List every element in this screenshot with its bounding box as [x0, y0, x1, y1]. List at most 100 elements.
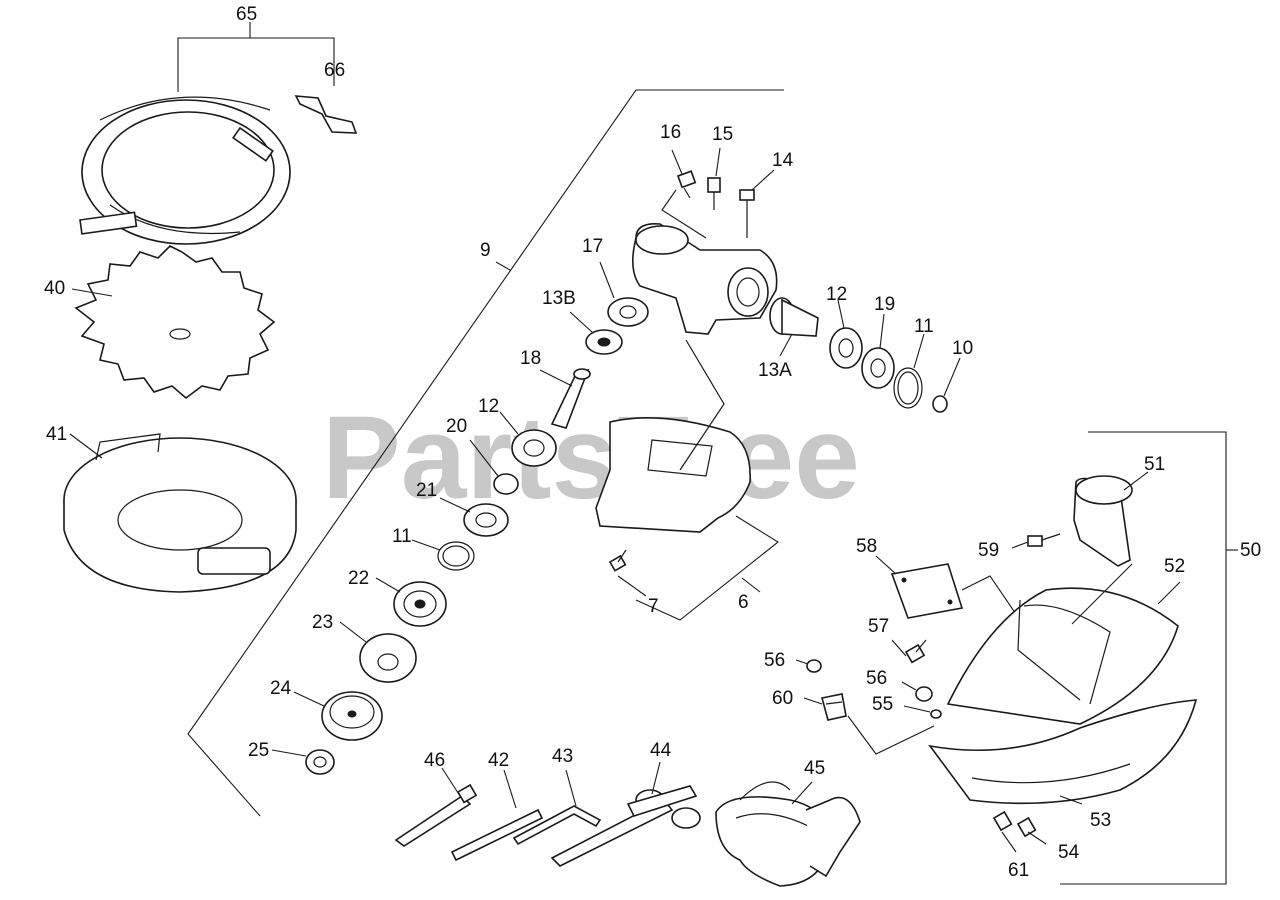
bracket-50	[1060, 431, 1227, 885]
leader-40	[71, 288, 113, 297]
part-12-bearing-lower[interactable]	[511, 429, 557, 467]
callout-17: 17	[582, 236, 603, 257]
callout-57: 57	[868, 616, 889, 637]
callout-10: 10	[952, 338, 973, 359]
callout-11-upper: 11	[914, 316, 934, 337]
callout-66: 66	[324, 60, 345, 81]
callout-60: 60	[772, 688, 793, 709]
part-23-washer[interactable]	[359, 633, 417, 683]
part-15-grease-fitting[interactable]	[707, 177, 721, 210]
part-44-socket-wrench[interactable]	[550, 785, 701, 867]
leader-9	[495, 261, 511, 271]
leader-54	[1027, 831, 1047, 845]
callout-65: 65	[236, 4, 257, 25]
part-11-snap-ring-upper[interactable]	[893, 367, 923, 409]
part-6-gear-guard[interactable]	[595, 339, 751, 533]
leader-46	[441, 767, 461, 797]
callout-45: 45	[804, 758, 825, 779]
leader-24	[293, 691, 325, 707]
part-19-bearing[interactable]	[861, 347, 895, 389]
callout-23: 23	[312, 612, 333, 633]
part-43-hex-wrench[interactable]	[512, 805, 602, 846]
callout-16: 16	[660, 122, 681, 143]
part-58-plate[interactable]	[890, 563, 964, 619]
part-56-nut-left[interactable]	[806, 659, 822, 673]
leader-41	[69, 433, 103, 459]
part-22-blade-holder[interactable]	[393, 581, 447, 627]
part-13b-bevel-gear[interactable]	[585, 329, 623, 355]
leader-53	[1059, 795, 1083, 805]
callout-51: 51	[1144, 454, 1165, 475]
part-16-bolt[interactable]	[676, 170, 697, 199]
callout-61: 61	[1008, 860, 1029, 881]
callout-19: 19	[874, 294, 895, 315]
leader-13a	[779, 333, 793, 357]
part-51-clamp-bracket[interactable]	[1073, 475, 1133, 567]
part-53-guard-skirt[interactable]	[928, 699, 1198, 805]
part-20-spacer[interactable]	[493, 473, 519, 495]
part-18-spindle[interactable]	[550, 368, 591, 429]
part-54-screw[interactable]	[1016, 816, 1037, 838]
leader-56-right	[901, 681, 917, 691]
gear-case[interactable]	[632, 222, 778, 335]
part-42-bar[interactable]	[450, 808, 544, 862]
part-12-bearing-upper[interactable]	[829, 327, 863, 369]
part-59-bolt[interactable]	[1027, 533, 1061, 547]
part-60-bracket[interactable]	[821, 693, 847, 721]
leader-14	[751, 169, 775, 191]
callout-21: 21	[416, 480, 437, 501]
part-52-guard[interactable]	[946, 587, 1179, 725]
leader-57	[891, 639, 907, 657]
part-14-bolt[interactable]	[739, 189, 755, 238]
callout-56-left: 56	[764, 650, 785, 671]
leader-51	[1123, 471, 1149, 491]
leader-12-upper	[837, 299, 845, 329]
callout-44: 44	[650, 740, 672, 761]
leader-61	[1001, 831, 1017, 853]
callout-58: 58	[856, 536, 877, 557]
leader-19	[879, 313, 885, 349]
leader-20	[469, 439, 499, 477]
part-24-cup[interactable]	[321, 691, 383, 741]
bracket-9	[187, 89, 784, 817]
leader-18	[539, 369, 573, 387]
part-40-saw-blade[interactable]	[74, 245, 276, 400]
callout-54: 54	[1058, 842, 1080, 863]
callout-50: 50	[1240, 540, 1261, 561]
part-46-cable-tie[interactable]	[394, 783, 478, 847]
part-61-screw[interactable]	[992, 810, 1013, 832]
leader-42	[503, 769, 517, 809]
leader-58	[875, 555, 897, 575]
part-21-bearing[interactable]	[463, 503, 509, 537]
part-25-nut[interactable]	[305, 749, 335, 775]
callout-14: 14	[772, 150, 794, 171]
part-56-nut-right[interactable]	[915, 686, 933, 702]
part-55-washer[interactable]	[930, 709, 942, 719]
leader-52	[1157, 581, 1181, 605]
watermark: PartsTree	[322, 392, 860, 524]
part-45-goggles[interactable]	[715, 781, 861, 887]
callout-52: 52	[1164, 556, 1185, 577]
part-17-bearing[interactable]	[607, 297, 649, 327]
part-65-harness-ring[interactable]	[79, 96, 291, 245]
callout-59: 59	[978, 540, 999, 561]
part-13a-pinion-gear[interactable]	[769, 297, 819, 337]
part-11-snap-ring-lower[interactable]	[437, 541, 475, 571]
part-41-blade-cover[interactable]	[63, 433, 297, 593]
part-7-screw[interactable]	[608, 549, 627, 572]
callout-55: 55	[872, 694, 893, 715]
callout-12-lower: 12	[478, 396, 499, 417]
callout-9: 9	[480, 240, 491, 261]
leader-11-upper	[913, 333, 925, 369]
part-66-clip[interactable]	[294, 95, 358, 134]
part-10-washer[interactable]	[932, 395, 948, 413]
callout-56-right: 56	[866, 668, 887, 689]
leader-59	[1011, 541, 1029, 549]
part-57-bolt[interactable]	[904, 639, 927, 664]
leader-7	[617, 575, 647, 597]
leader-11-lower	[411, 539, 441, 551]
callout-53: 53	[1090, 810, 1111, 831]
callout-43: 43	[552, 746, 573, 767]
